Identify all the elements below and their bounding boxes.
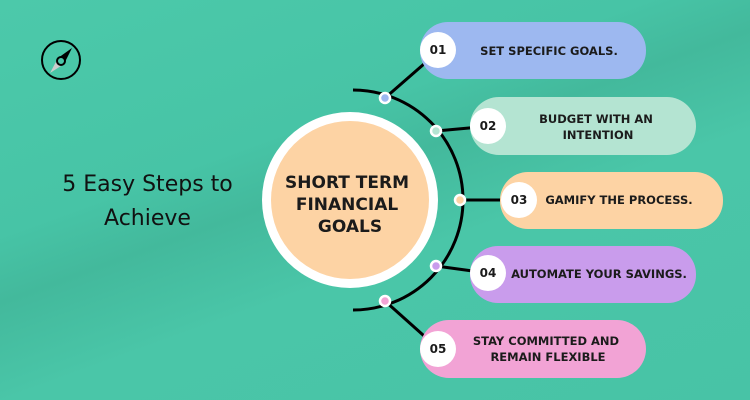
step-3-label: GAMIFY THE PROCESS. (545, 193, 692, 207)
step-dots (378, 91, 467, 308)
step-1-number: 01 (430, 43, 447, 57)
step-4-label: AUTOMATE YOUR SAVINGS. (511, 267, 687, 281)
step-2-pill (470, 97, 696, 155)
step-3-pill (500, 172, 723, 229)
step-5-number: 05 (430, 342, 447, 356)
step-4-number: 04 (480, 266, 497, 280)
center-circle (271, 121, 429, 279)
step-badges (420, 32, 537, 367)
title-line-2: Achieve (104, 206, 191, 231)
step-4-pill (470, 246, 696, 303)
step-3-number: 03 (511, 193, 528, 207)
step-1-pill (420, 22, 646, 79)
step-1-label: SET SPECIFIC GOALS. (480, 44, 618, 58)
step-2-number: 02 (480, 119, 497, 133)
center-label: SHORT TERM FINANCIAL GOALS (285, 173, 415, 237)
title-line-1: 5 Easy Steps to (62, 172, 233, 197)
step-2-label: BUDGET WITH AN INTENTION (539, 112, 657, 142)
compass-icon (41, 40, 81, 80)
step-5-label: STAY COMMITTED AND REMAIN FLEXIBLE (473, 334, 623, 364)
page-title: 5 Easy Steps to Achieve (40, 168, 255, 236)
step-5-pill (420, 320, 646, 378)
